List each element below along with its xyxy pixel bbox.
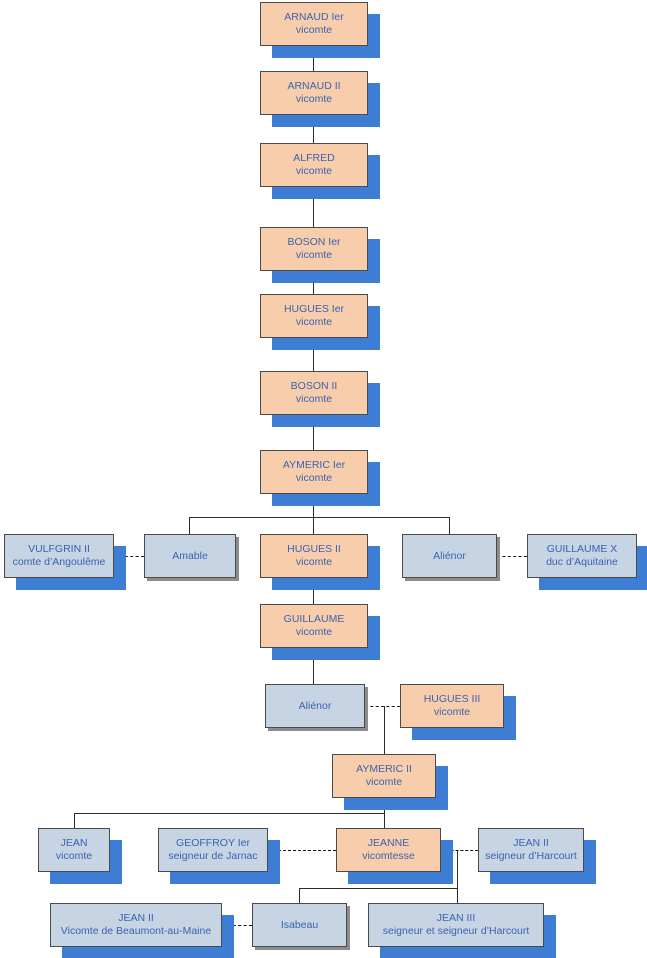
connector-boson2-aymeric1 — [313, 415, 314, 450]
marriage-link-vulfgrin2-amable — [114, 556, 144, 557]
node-jean3-line1: JEAN III — [436, 912, 476, 924]
node-jeanne-line1: JEANNE — [367, 837, 410, 849]
node-boson1-line1: BOSON Ier — [287, 236, 341, 248]
node-boson2[interactable]: BOSON II vicomte — [260, 371, 368, 415]
node-guillaume[interactable]: GUILLAUME vicomte — [260, 604, 368, 648]
node-geoffroy1[interactable]: GEOFFROY Ier seigneur de Jarnac — [158, 828, 268, 872]
node-alfred-line2: vicomte — [295, 165, 333, 177]
node-jean2-beaumont-line1: JEAN II — [118, 912, 154, 924]
node-jean-line2: vicomte — [55, 850, 93, 862]
node-jean3[interactable]: JEAN III seigneur et seigneur d’Harcourt — [368, 903, 544, 947]
node-guillaume-line2: vicomte — [295, 626, 333, 638]
node-isabeau[interactable]: Isabeau — [252, 903, 347, 947]
node-hugues1[interactable]: HUGUES Ier vicomte — [260, 294, 368, 338]
node-alienor1[interactable]: Aliénor — [402, 534, 497, 578]
connector-bus-to-jean — [74, 813, 75, 828]
node-aymeric2-line1: AYMERIC II — [356, 763, 412, 775]
node-geoffroy1-line2: seigneur de Jarnac — [168, 850, 258, 862]
connector-arnaud2-alfred — [313, 115, 314, 143]
marriage-link-jeanne-jean2h — [441, 850, 478, 851]
node-amable[interactable]: Amable — [144, 534, 236, 578]
node-boson1-line2: vicomte — [295, 249, 333, 261]
node-boson2-line2: vicomte — [295, 393, 333, 405]
node-alfred[interactable]: ALFRED vicomte — [260, 143, 368, 187]
node-jeanne-line2: vicomtesse — [362, 850, 415, 862]
node-jean2-harcourt-line1: JEAN II — [513, 837, 549, 849]
connector-guillaume-alienor2 — [313, 648, 314, 684]
node-hugues3[interactable]: HUGUES III vicomte — [400, 684, 504, 728]
connector-aymeric1-stem — [313, 494, 314, 534]
connector-bus-to-amable — [189, 517, 190, 534]
node-guillaume-x-line2: duc d’Aquitaine — [546, 556, 618, 568]
node-alienor2-line1: Aliénor — [298, 699, 332, 712]
node-jean-line1: JEAN — [60, 837, 88, 849]
node-alienor1-line1: Aliénor — [433, 549, 466, 562]
node-arnaud1[interactable]: ARNAUD Ier vicomte — [260, 2, 368, 46]
marriage-link-alienor1-guillaumeX — [497, 556, 527, 557]
connector-hugues2-guillaume — [313, 578, 314, 604]
node-aymeric1-line1: AYMERIC Ier — [282, 459, 346, 471]
node-aymeric2[interactable]: AYMERIC II vicomte — [332, 754, 436, 798]
node-geoffroy1-line1: GEOFFROY Ier — [176, 837, 250, 849]
connector-aymeric2-bus — [74, 813, 384, 814]
node-hugues1-line1: HUGUES Ier — [283, 303, 345, 315]
connector-arnaud1-arnaud2 — [313, 46, 314, 71]
node-jean2-beaumont-line2: Vicomte de Beaumont-au-Maine — [60, 925, 212, 937]
node-arnaud1-line2: vicomte — [295, 24, 333, 36]
node-guillaume-x-line1: GUILLAUME X — [546, 543, 618, 555]
node-aymeric1-line2: vicomte — [295, 472, 333, 484]
node-vulfgrin2-line1: VULFGRIN II — [28, 543, 90, 555]
node-hugues2-line2: vicomte — [295, 556, 333, 568]
node-hugues3-line1: HUGUES III — [423, 693, 481, 705]
node-aymeric2-line2: vicomte — [365, 776, 403, 788]
connector-bus-to-isabeau — [299, 888, 300, 903]
connector-aymeric2-stem — [384, 798, 385, 828]
node-isabeau-line1: Isabeau — [280, 918, 319, 931]
node-jean2-harcourt[interactable]: JEAN II seigneur d’Harcourt — [478, 828, 584, 872]
node-boson2-line1: BOSON II — [290, 380, 338, 392]
node-arnaud1-line1: ARNAUD Ier — [284, 11, 344, 23]
connector-union-drop-aymeric2 — [384, 706, 385, 754]
node-arnaud2-line2: vicomte — [295, 93, 333, 105]
connector-hugues1-boson2 — [313, 338, 314, 371]
node-jeanne[interactable]: JEANNE vicomtesse — [336, 828, 441, 872]
node-hugues3-line2: vicomte — [433, 706, 471, 718]
connector-aymeric1-bus — [189, 517, 450, 518]
node-arnaud2[interactable]: ARNAUD II vicomte — [260, 71, 368, 115]
connector-jeanne-union-drop — [457, 850, 458, 903]
connector-alfred-boson1 — [313, 187, 314, 227]
node-aymeric1[interactable]: AYMERIC Ier vicomte — [260, 450, 368, 494]
node-vulfgrin2-line2: comte d’Angoulême — [12, 556, 106, 568]
node-hugues2[interactable]: HUGUES II vicomte — [260, 534, 368, 578]
node-arnaud2-line1: ARNAUD II — [287, 80, 341, 92]
node-alfred-line1: ALFRED — [293, 152, 335, 164]
node-vulfgrin2[interactable]: VULFGRIN II comte d’Angoulême — [4, 534, 114, 578]
node-guillaume-line1: GUILLAUME — [283, 613, 345, 625]
marriage-link-alienor2-hugues3 — [365, 706, 400, 707]
node-boson1[interactable]: BOSON Ier vicomte — [260, 227, 368, 271]
node-jean3-line2: seigneur et seigneur d’Harcourt — [382, 925, 530, 937]
node-jean2-harcourt-line2: seigneur d’Harcourt — [485, 850, 577, 862]
connector-jeanne-bus — [299, 888, 457, 889]
node-hugues2-line1: HUGUES II — [287, 543, 341, 555]
marriage-link-jean2b-isabeau — [222, 925, 252, 926]
node-jean[interactable]: JEAN vicomte — [38, 828, 110, 872]
node-amable-line1: Amable — [172, 549, 208, 562]
node-hugues1-line2: vicomte — [295, 316, 333, 328]
node-alienor2[interactable]: Aliénor — [265, 684, 365, 728]
node-jean2-beaumont[interactable]: JEAN II Vicomte de Beaumont-au-Maine — [50, 903, 222, 947]
marriage-link-geoffroy1-jeanne — [268, 850, 336, 851]
connector-bus-to-alienor1 — [449, 517, 450, 534]
node-guillaume-x[interactable]: GUILLAUME X duc d’Aquitaine — [527, 534, 637, 578]
